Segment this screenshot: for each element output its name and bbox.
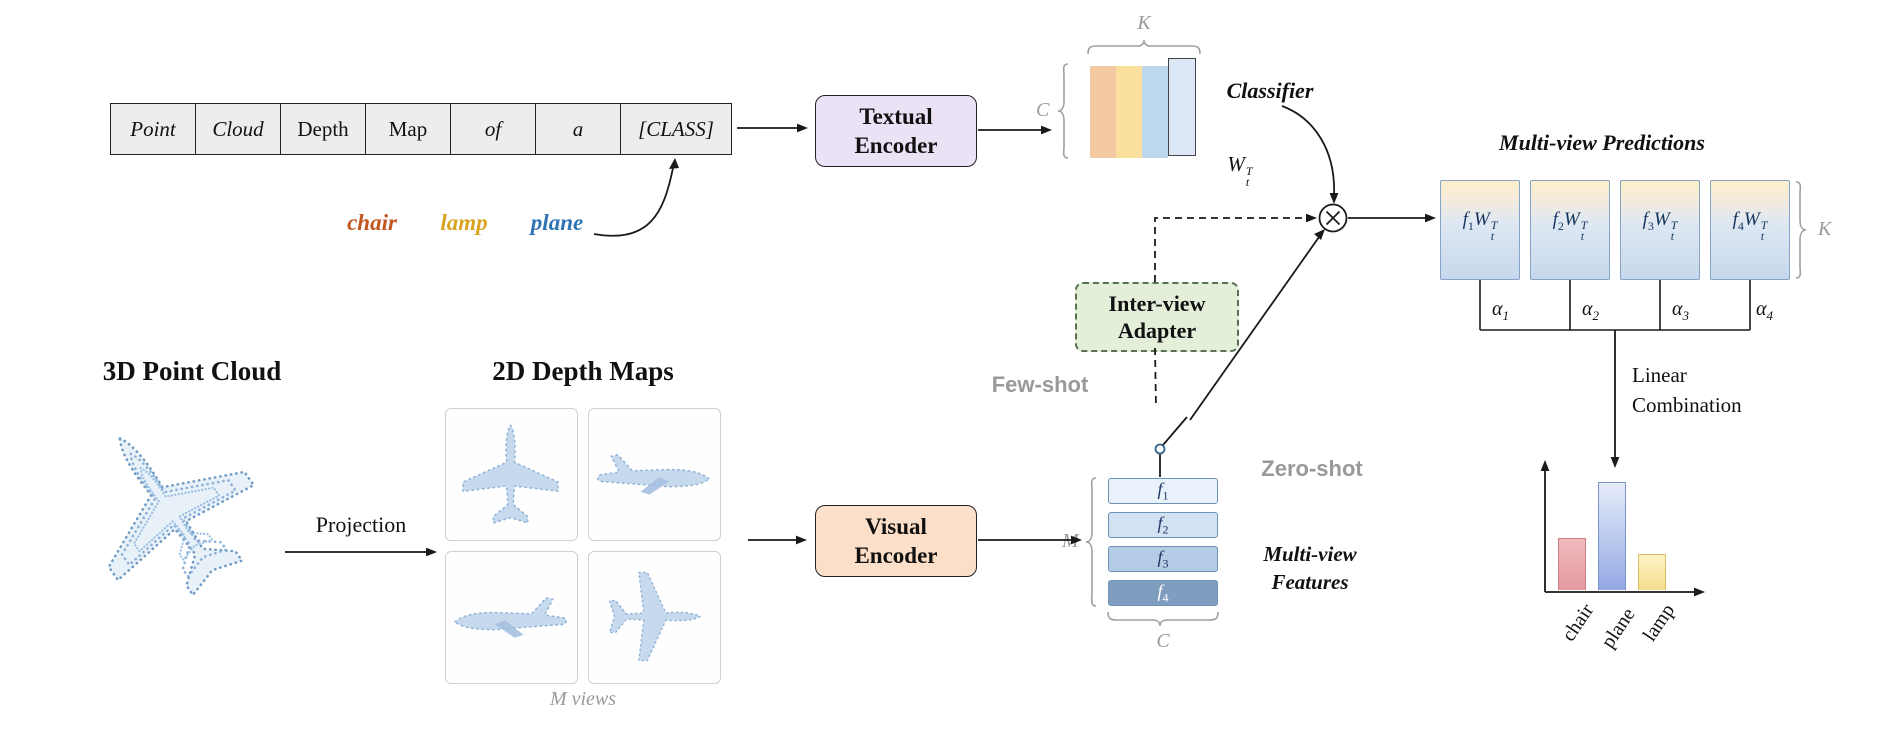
feature-label-f1: f1: [1157, 478, 1169, 503]
feature-bar-f3: f3: [1108, 546, 1218, 572]
features-caption-line2: Features: [1271, 570, 1349, 594]
chart-tick-label-lamp: lamp: [1638, 600, 1680, 646]
classifier-brace-top-label: K: [1137, 12, 1151, 34]
weight-sub: t: [1245, 175, 1250, 189]
prompt-cell-map: Map: [366, 104, 451, 154]
class-word-lamp: lamp: [440, 210, 488, 235]
textual-encoder-box: Textual Encoder: [815, 95, 977, 167]
airplane-depth-map-rotated-view: [608, 571, 702, 662]
depth-map-cell-1: [445, 408, 578, 541]
few-shot-path: [1154, 217, 1307, 282]
feature-bar-f2: f2: [1108, 512, 1218, 538]
arrow-classes-to-class-token: [593, 167, 674, 237]
predictions-brace-right-label: K: [1818, 218, 1832, 240]
prediction-connectors: [1479, 280, 1751, 331]
adapter-line2: Adapter: [1117, 318, 1197, 343]
m-views-label: M views: [549, 688, 617, 710]
airplane-depth-map-side-view: [596, 454, 711, 495]
multiview-predictions-title: Multi-view Predictions: [1499, 130, 1705, 155]
textual-encoder-line2: Encoder: [854, 133, 938, 158]
feature-label-f4: f4: [1157, 580, 1169, 605]
feature-label-f3: f3: [1157, 546, 1169, 571]
adapter-line1: Inter-view: [1108, 291, 1206, 316]
arrow-classifier-to-multiply: [1281, 105, 1335, 197]
classifier-left-brace: [1057, 63, 1069, 159]
classifier-bar-blue: [1142, 66, 1168, 158]
chart-bar-plane: [1598, 482, 1626, 590]
features-brace-left-label: M: [1062, 530, 1079, 552]
features-caption-line1: Multi-view: [1263, 542, 1357, 566]
feature-bar-f4: f4: [1108, 580, 1218, 606]
prompt-cell-a: a: [536, 104, 621, 154]
feature-label-f2: f2: [1157, 512, 1169, 537]
prompt-cell-class: [CLASS]: [621, 104, 731, 154]
visual-encoder-line1: Visual: [865, 514, 927, 539]
linear-combination-line2: Combination: [1632, 393, 1742, 417]
point-cloud-airplane: [107, 436, 256, 598]
class-word-plane: plane: [530, 210, 584, 235]
airplane-depth-map-side-view-mirrored: [453, 597, 568, 638]
feature-bar-f1: f1: [1108, 478, 1218, 504]
alpha-1: α1: [1492, 298, 1509, 323]
visual-encoder-line2: Encoder: [854, 543, 938, 568]
predictions-right-brace: [1795, 181, 1807, 279]
alpha-3: α3: [1672, 298, 1689, 323]
prompt-table: Point Cloud Depth Map of a [CLASS]: [110, 103, 732, 155]
chart-bar-lamp: [1638, 554, 1666, 590]
chart-tick-label-chair: chair: [1557, 600, 1599, 646]
chart-tick-label-plane: plane: [1596, 604, 1640, 653]
inter-view-adapter-box: Inter-view Adapter: [1075, 282, 1239, 352]
multiply-node: [1318, 203, 1348, 233]
classifier-top-brace: [1087, 39, 1201, 55]
weight-base: W: [1227, 152, 1245, 176]
alpha-2: α2: [1582, 298, 1599, 323]
prompt-cell-of: of: [451, 104, 536, 154]
zero-shot-label: Zero-shot: [1261, 456, 1363, 481]
classifier-bar-outlined: [1168, 58, 1196, 156]
visual-encoder-box: Visual Encoder: [815, 505, 977, 577]
classifier-bar-orange: [1090, 66, 1116, 158]
multiview-features-caption: Multi-view Features: [1263, 540, 1356, 596]
point-cloud-heading: 3D Point Cloud: [102, 356, 282, 386]
switch-lever: [1162, 416, 1188, 446]
depth-map-cell-3: [445, 551, 578, 684]
prompt-cell-depth: Depth: [281, 104, 366, 154]
airplane-depth-map-top-view: [462, 423, 559, 525]
depth-maps-heading: 2D Depth Maps: [492, 356, 674, 386]
linear-combination-label: Linear Combination: [1632, 360, 1742, 420]
switch-pivot: [1154, 443, 1166, 455]
features-bottom-brace: [1107, 611, 1219, 627]
prompt-cell-point: Point: [111, 104, 196, 154]
adapter-to-switch-dashed: [1154, 347, 1157, 409]
prompt-cell-cloud: Cloud: [196, 104, 281, 154]
classifier-title: Classifier: [1226, 78, 1314, 103]
linear-combination-line1: Linear: [1632, 363, 1687, 387]
class-word-chair: chair: [347, 210, 397, 235]
depth-map-cell-4: [588, 551, 721, 684]
alpha-4: α4: [1756, 298, 1773, 323]
features-left-brace: [1085, 477, 1097, 607]
classifier-brace-left-label: C: [1036, 99, 1050, 121]
features-brace-bottom-label: C: [1156, 630, 1170, 652]
chart-bar-chair: [1558, 538, 1586, 590]
depth-map-cell-2: [588, 408, 721, 541]
few-shot-label: Few-shot: [991, 372, 1089, 397]
projection-label: Projection: [315, 512, 407, 537]
point-cloud-figure: [107, 436, 256, 598]
classifier-bar-yellow: [1116, 66, 1142, 158]
textual-encoder-line1: Textual: [859, 104, 933, 129]
weight-sup: T: [1245, 164, 1253, 178]
